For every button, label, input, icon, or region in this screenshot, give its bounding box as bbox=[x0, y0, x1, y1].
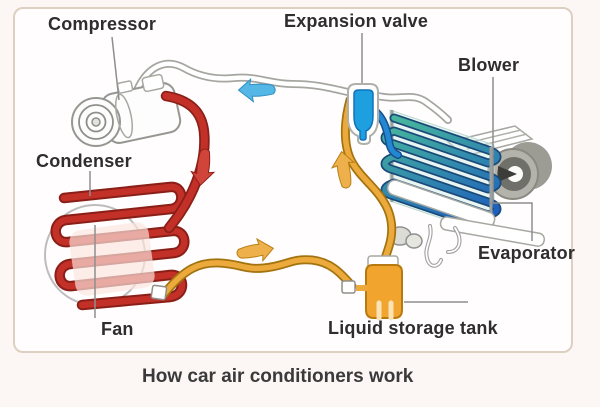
suction-pipe bbox=[133, 59, 452, 124]
liquid-storage-tank-illustration bbox=[341, 255, 403, 321]
condenser-coil-illustration bbox=[50, 181, 190, 311]
pipe-connector bbox=[341, 280, 356, 294]
label-liquid-storage-tank: Liquid storage tank bbox=[328, 318, 498, 338]
compressor-illustration bbox=[71, 73, 182, 147]
label-evaporator: Evaporator bbox=[478, 243, 576, 263]
label-blower: Blower bbox=[458, 55, 520, 75]
label-fan: Fan bbox=[101, 319, 134, 339]
diagram-caption: How car air conditioners work bbox=[142, 366, 414, 387]
expansion-valve-illustration bbox=[347, 83, 379, 146]
fan-shroud-overlay bbox=[69, 222, 155, 296]
label-condenser: Condenser bbox=[36, 151, 132, 171]
label-compressor: Compressor bbox=[48, 14, 157, 34]
pipe-connector bbox=[150, 284, 168, 301]
liquid-pipe-low bbox=[150, 255, 357, 301]
leader-lines bbox=[89, 33, 533, 318]
valve-outlet-pipe bbox=[370, 106, 402, 159]
label-expansion-valve: Expansion valve bbox=[284, 11, 429, 31]
liquid-pipe-riser bbox=[340, 95, 397, 271]
